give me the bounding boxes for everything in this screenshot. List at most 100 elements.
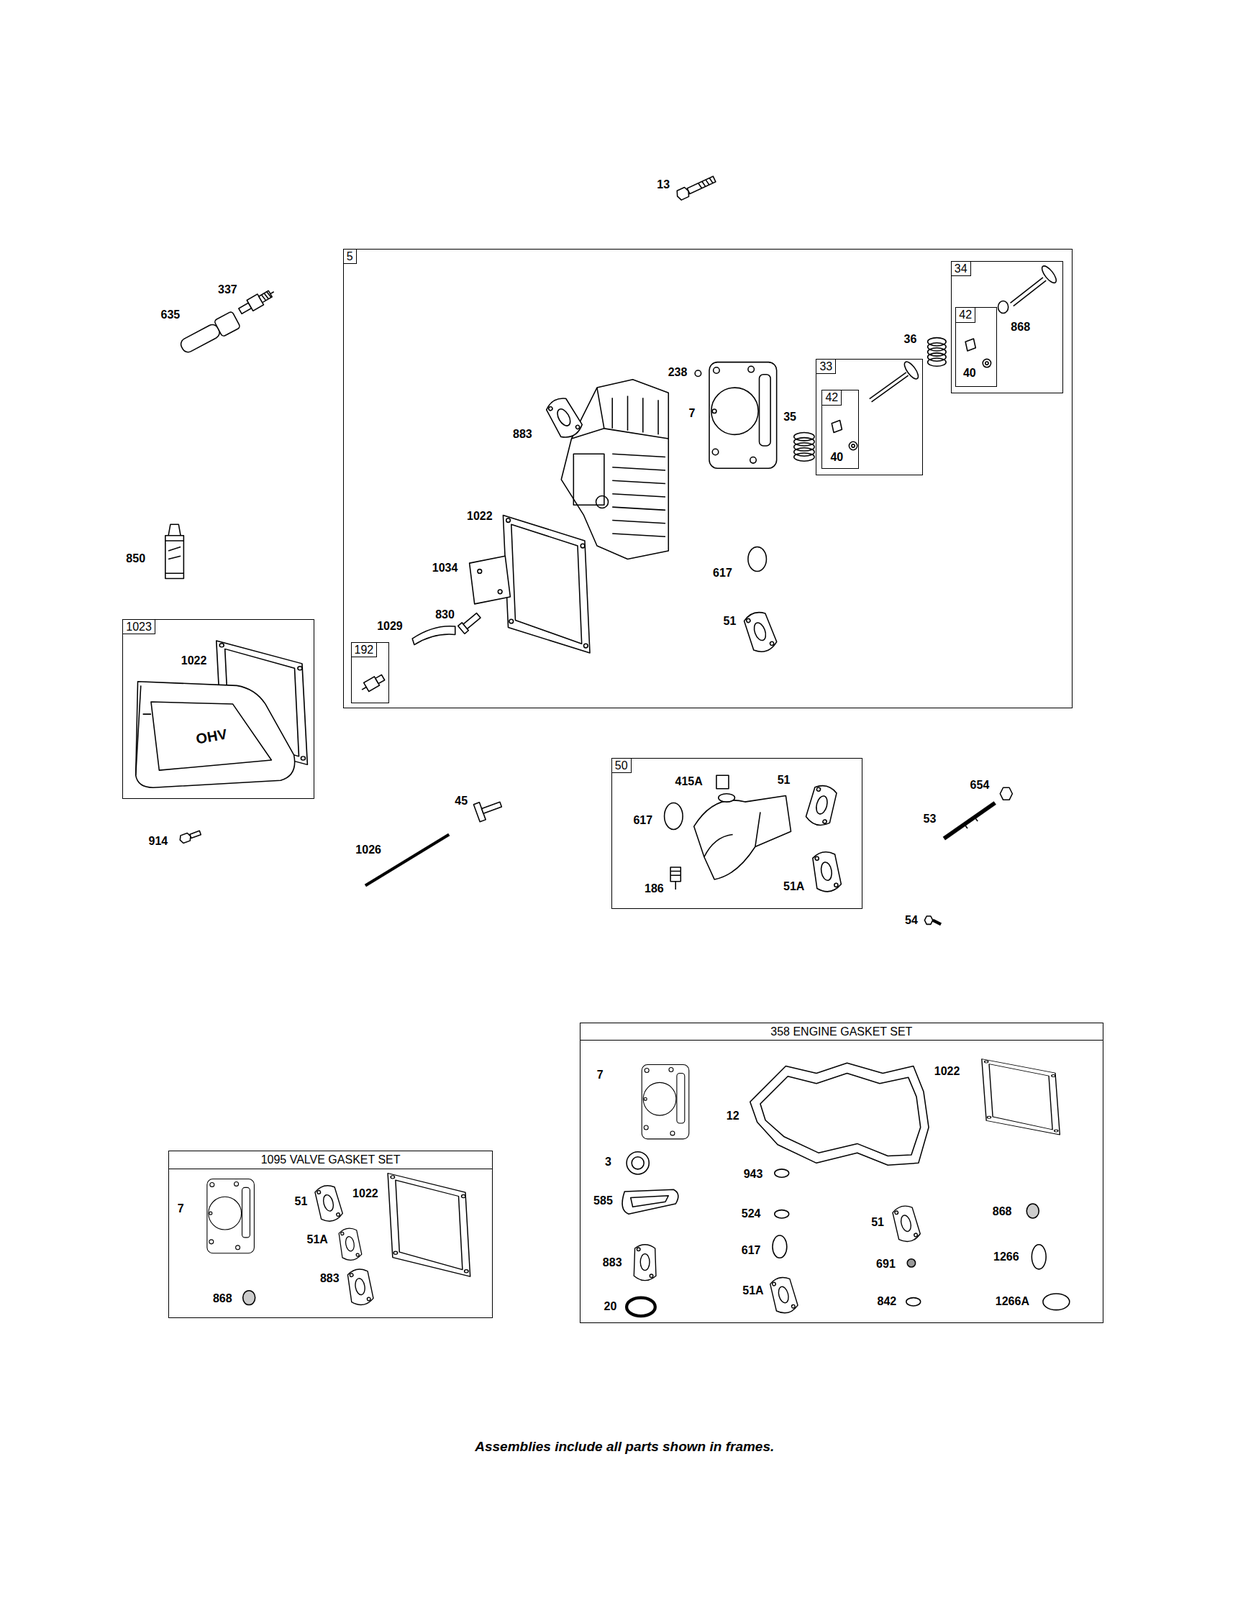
valve-seal (243, 1291, 256, 1306)
sealant-tube (168, 524, 181, 536)
fitting (375, 674, 385, 684)
callout-number: 1022 (934, 1066, 961, 1078)
gasket (622, 1189, 679, 1215)
gasket (768, 1275, 799, 1316)
o-ring (772, 1235, 787, 1259)
sealant-tube (165, 524, 185, 579)
callout-number: 51A (742, 1285, 764, 1297)
valve-cap (848, 441, 857, 450)
valve-spring (927, 358, 947, 367)
callout-number: 883 (320, 1273, 340, 1285)
valve-spring (794, 448, 815, 457)
parts-illustration (135, 174, 1070, 1318)
callout-number: 842 (877, 1296, 898, 1308)
gasket (810, 850, 842, 894)
breather-fitting (458, 611, 482, 634)
callout-number: 830 (435, 609, 455, 621)
cover-logo: OHV (194, 727, 229, 747)
valve-spring (927, 338, 947, 346)
callout-number: 617 (741, 1245, 762, 1257)
callout-number: 54 (904, 914, 918, 927)
valve-keeper (965, 338, 976, 352)
cylinder-head (561, 379, 669, 560)
callout-number: 1029 (376, 620, 403, 633)
head-gasket (709, 362, 777, 470)
sensor (670, 867, 681, 882)
intake-elbow (694, 794, 792, 880)
breather-plate (477, 569, 482, 575)
lifter (481, 802, 503, 814)
valve-keeper (831, 420, 842, 434)
screw (932, 920, 941, 926)
gasket (630, 1196, 669, 1208)
cover-gasket (981, 1059, 1061, 1136)
lifter (473, 796, 504, 823)
callout-number: 524 (741, 1208, 762, 1220)
valve-seal (998, 301, 1009, 314)
callout-number: 12 (726, 1110, 740, 1123)
screw (924, 916, 941, 925)
valve-cap (985, 361, 989, 365)
cover-gasket (387, 1173, 471, 1278)
kit-title: 358 ENGINE GASKET SET (580, 1023, 1103, 1041)
intake-valve (1010, 263, 1059, 307)
cylinder-head (612, 453, 666, 537)
valve-keeper (831, 420, 842, 434)
gasket (337, 1227, 363, 1262)
intake-gasket (543, 394, 585, 442)
intake-valve (1010, 277, 1047, 307)
plug (694, 370, 702, 377)
callout-number: 1022 (352, 1188, 379, 1200)
oil-seal (631, 1157, 644, 1170)
fitting (361, 687, 367, 691)
valve-spring (794, 438, 815, 446)
callout-number: 914 (148, 835, 169, 848)
callout-number: 20 (603, 1301, 617, 1313)
intake-elbow (704, 812, 761, 857)
valve-seal (998, 301, 1009, 314)
spark-plug-boot (213, 311, 241, 338)
gasket (633, 1245, 657, 1282)
valve-keeper (965, 338, 976, 352)
breather-plate (469, 556, 511, 605)
head-gasket (641, 1065, 690, 1140)
callout-number: 415A (675, 776, 703, 788)
o-ring (1031, 1245, 1046, 1270)
intake-valve (1039, 263, 1059, 285)
frame-number: 42 (822, 390, 842, 405)
callout-number: 51 (294, 1196, 308, 1208)
exhaust-valve (869, 359, 921, 403)
callout-number: 186 (644, 883, 664, 895)
crankcase-gasket (760, 1073, 921, 1156)
screw (924, 916, 933, 925)
frame-number: 50 (612, 758, 632, 774)
valve-spring (794, 443, 815, 452)
callout-number: 53 (923, 813, 937, 826)
breather-tube (412, 626, 456, 646)
callout-number: 585 (593, 1195, 613, 1208)
intake-elbow (694, 796, 792, 880)
callout-number: 691 (876, 1258, 896, 1271)
valve-cover (135, 681, 295, 789)
frame-number: 42 (955, 307, 976, 323)
callout-number: 51A (783, 881, 805, 893)
plug (716, 775, 729, 789)
cylinder-head (561, 379, 669, 560)
callout-number: 883 (602, 1257, 623, 1269)
valve-spring (794, 453, 815, 462)
sealant-tube (165, 540, 185, 574)
valve-spring (927, 338, 947, 367)
cylinder-head (573, 453, 605, 505)
valve-spring (927, 348, 947, 357)
callout-number: 45 (454, 795, 468, 808)
valve-spring (927, 353, 947, 362)
part-frame: 358 ENGINE GASKET SET (579, 1022, 1104, 1325)
oil-seal (626, 1298, 656, 1318)
sensor (670, 867, 681, 890)
callout-number: 337 (217, 284, 238, 296)
o-ring (774, 1210, 790, 1219)
o-ring (1043, 1294, 1070, 1311)
exhaust-valve (902, 359, 921, 382)
callout-number: 1266 (993, 1251, 1020, 1264)
